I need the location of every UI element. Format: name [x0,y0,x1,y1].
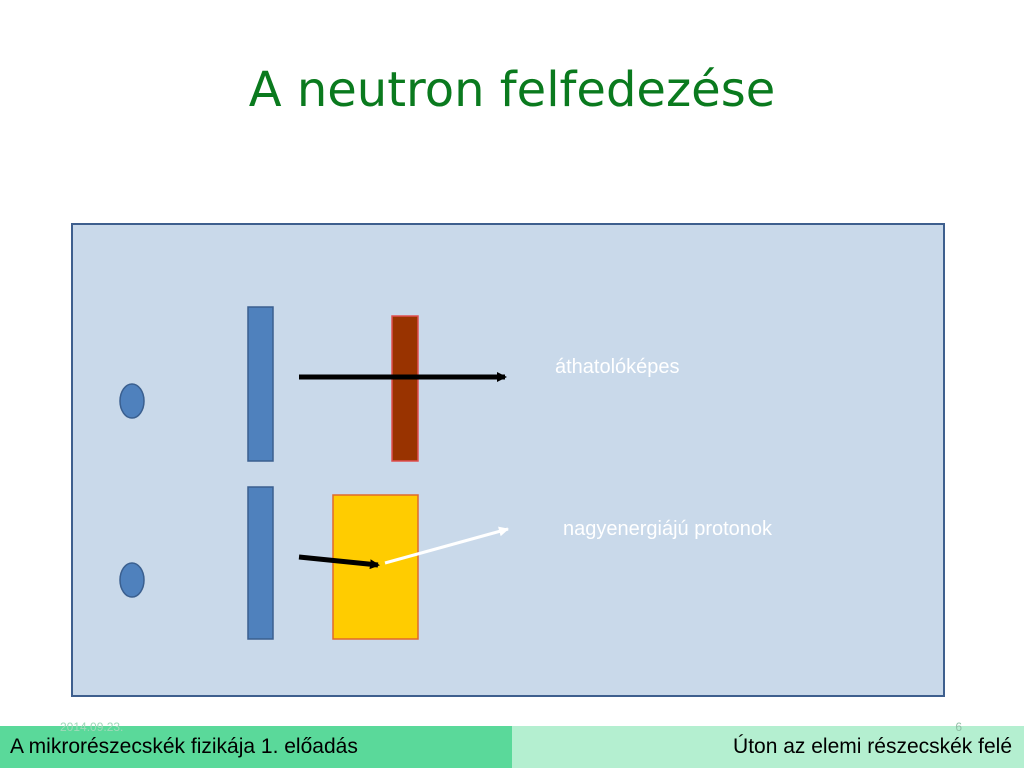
footer-right-band: 6 Úton az elemi részecskék felé [512,720,1024,768]
footer-page-number: 6 [955,720,962,734]
target-plate-bottom [247,486,274,640]
footer: 2014.09.23. A mikrorészecskék fizikája 1… [0,720,1024,768]
diagram-panel [71,223,945,697]
proton-arrow [384,526,509,565]
radiation-arrow-bottom [298,554,380,570]
target-plate-top [247,306,274,462]
slide-title: A neutron felfedezése [248,62,776,118]
absorber-plate [391,315,419,462]
label-high-energy-protons: nagyenergiájú protonok [563,518,773,540]
footer-section-title: Úton az elemi részecskék felé [733,735,1012,758]
label-penetrating: áthatolóképes [555,356,680,378]
footer-left-band: 2014.09.23. A mikrorészecskék fizikája 1… [0,720,512,768]
particle-source-top [119,383,145,419]
footer-course-title: A mikrorészecskék fizikája 1. előadás [10,735,358,758]
particle-source-bottom [119,562,145,598]
footer-date: 2014.09.23. [60,720,124,734]
